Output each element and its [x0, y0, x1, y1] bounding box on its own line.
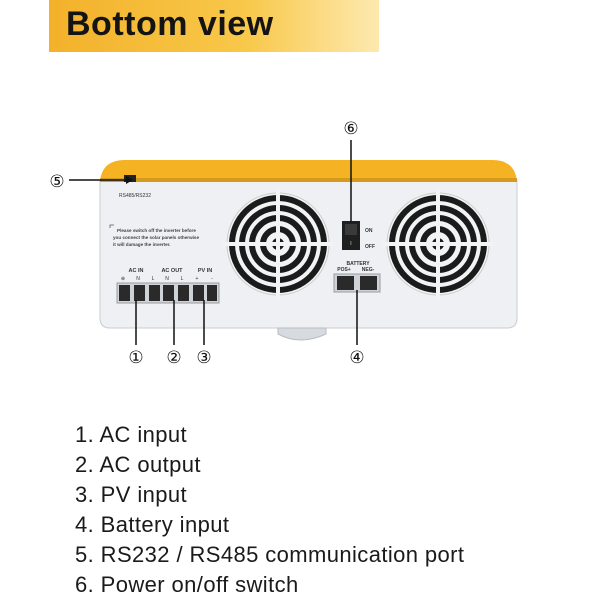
battery-neg-label: NEG- — [362, 267, 375, 273]
callout-arrow-5 — [126, 176, 133, 184]
battery-pos-label: POS+ — [337, 267, 351, 273]
rs-port-label: RS485/RS232 — [119, 193, 151, 199]
callout-number-4: ④ — [349, 348, 364, 368]
terminal-mark-n-out: N — [165, 276, 169, 282]
fan-left — [223, 189, 333, 299]
terminal-block — [116, 282, 220, 304]
housing-foot — [277, 327, 327, 341]
terminal-mark-pv-pos: + — [196, 276, 199, 282]
terminal-mark-ground: ⊕ — [121, 276, 125, 282]
warning-text-line-2: you connect the solar panels otherwise — [113, 235, 199, 240]
terminal-mark-pv-neg: - — [211, 276, 213, 282]
pv-in-label: PV IN — [198, 268, 212, 274]
power-switch-rocker — [345, 224, 357, 235]
battery-label: BATTERY — [346, 261, 370, 267]
callout-number-2: ② — [166, 348, 181, 368]
switch-on-label: ON — [365, 228, 373, 234]
battery-terminals — [333, 273, 381, 293]
terminal-mark-l-in: L — [152, 276, 155, 282]
callout-number-6: ⑥ — [343, 119, 358, 139]
fan-right — [383, 189, 493, 299]
page-title: Bottom view — [66, 5, 274, 43]
legend-list: 1. AC input 2. AC output 3. PV input 4. … — [75, 420, 464, 600]
switch-off-label: OFF — [365, 244, 375, 250]
legend-item-battery-input: 4. Battery input — [75, 512, 230, 537]
legend-item-power-switch: 6. Power on/off switch — [75, 572, 299, 597]
warning-bracket — [109, 224, 114, 228]
ac-in-label: AC IN — [129, 268, 144, 274]
inverter-diagram: RS485/RS232 Please switch off the invert… — [49, 119, 518, 368]
callout-number-5: ⑤ — [49, 172, 64, 192]
title-banner — [49, 0, 379, 52]
ac-out-label: AC OUT — [161, 268, 183, 274]
callout-number-1: ① — [128, 348, 143, 368]
legend-item-communication-port: 5. RS232 / RS485 communication port — [75, 542, 465, 567]
terminal-mark-l-out: L — [181, 276, 184, 282]
warning-text-line-3: it will damage the inverter. — [113, 242, 170, 247]
terminal-mark-n-in: N — [136, 276, 140, 282]
legend-item-pv-input: 3. PV input — [75, 482, 188, 507]
power-switch-symbol: I — [350, 241, 351, 247]
legend-item-ac-output: 2. AC output — [75, 452, 201, 477]
legend-item-ac-input: 1. AC input — [75, 422, 188, 447]
warning-text-line-1: Please switch off the inverter before — [117, 228, 196, 233]
callout-number-3: ③ — [196, 348, 211, 368]
housing-seam — [100, 178, 517, 182]
